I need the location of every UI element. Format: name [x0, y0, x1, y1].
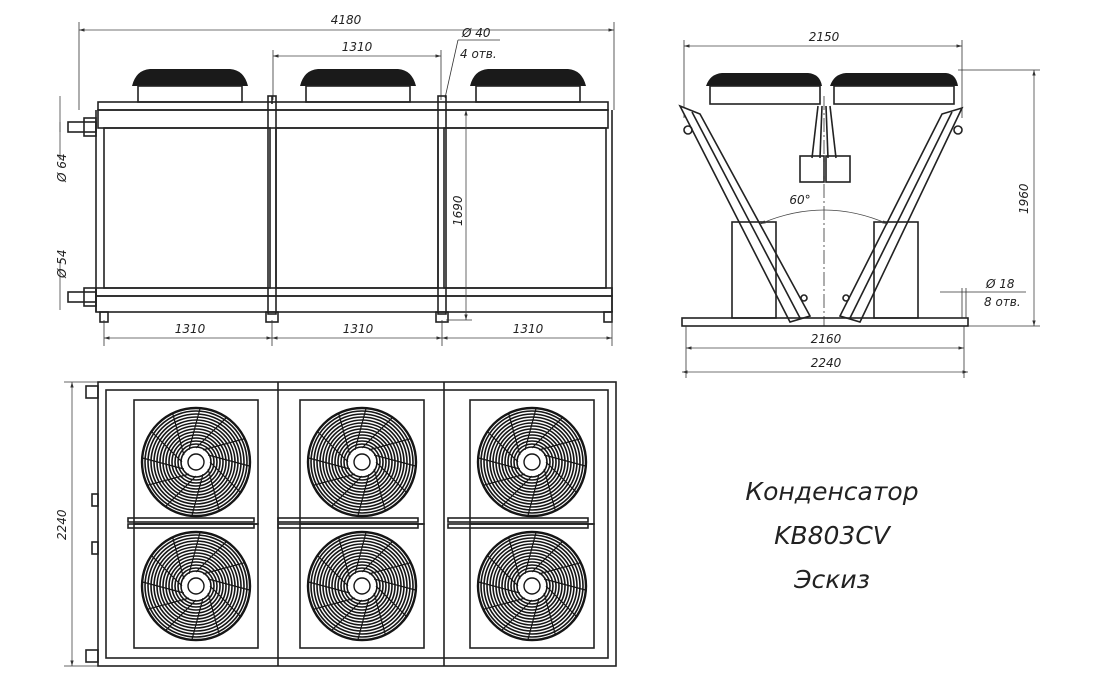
fan-5 — [476, 406, 588, 518]
dim-angle: 60° — [789, 193, 810, 207]
dim-pipe-top: Ø 64 — [55, 153, 69, 183]
fan-6 — [476, 530, 588, 642]
fan-4 — [306, 530, 418, 642]
front-fans — [132, 69, 586, 103]
dim-pipe-bottom: Ø 54 — [55, 249, 69, 279]
dim-bottom-1: 1310 — [175, 322, 206, 336]
dim-top-width: 2150 — [809, 30, 840, 44]
dim-mount-hole-diameter: Ø 18 — [985, 277, 1015, 291]
fan-2 — [140, 530, 252, 642]
dim-overall-length: 4180 — [331, 13, 362, 27]
title-block: Конденсатор KB803CV Эскиз — [745, 477, 918, 594]
front-view: 4180 1310 Ø 40 4 отв. — [55, 13, 615, 346]
dim-mount-hole-count: 8 отв. — [984, 295, 1021, 309]
plan-fans — [140, 406, 588, 642]
dim-hole-count: 4 отв. — [460, 47, 497, 61]
dim-fan-spacing-top: 1310 — [342, 40, 373, 54]
dim-side-height: 1960 — [1017, 183, 1031, 214]
title-line-3: Эскиз — [793, 565, 870, 594]
fan-3 — [306, 406, 418, 518]
dim-plan-width: 2240 — [55, 509, 69, 540]
dim-base-inner: 2160 — [811, 332, 842, 346]
side-piping — [799, 105, 851, 183]
dim-bottom-3: 1310 — [513, 322, 544, 336]
dim-bottom-2: 1310 — [343, 322, 374, 336]
plan-view: 2240 — [55, 381, 617, 667]
dim-hole-diameter: Ø 40 — [461, 26, 491, 40]
dim-height: 1690 — [451, 195, 465, 226]
fan-1 — [140, 406, 252, 518]
title-line-1: Конденсатор — [745, 477, 918, 506]
side-view: 2150 60° — [678, 30, 1040, 378]
dim-base-outer: 2240 — [811, 356, 842, 370]
title-line-2: KB803CV — [774, 521, 892, 550]
